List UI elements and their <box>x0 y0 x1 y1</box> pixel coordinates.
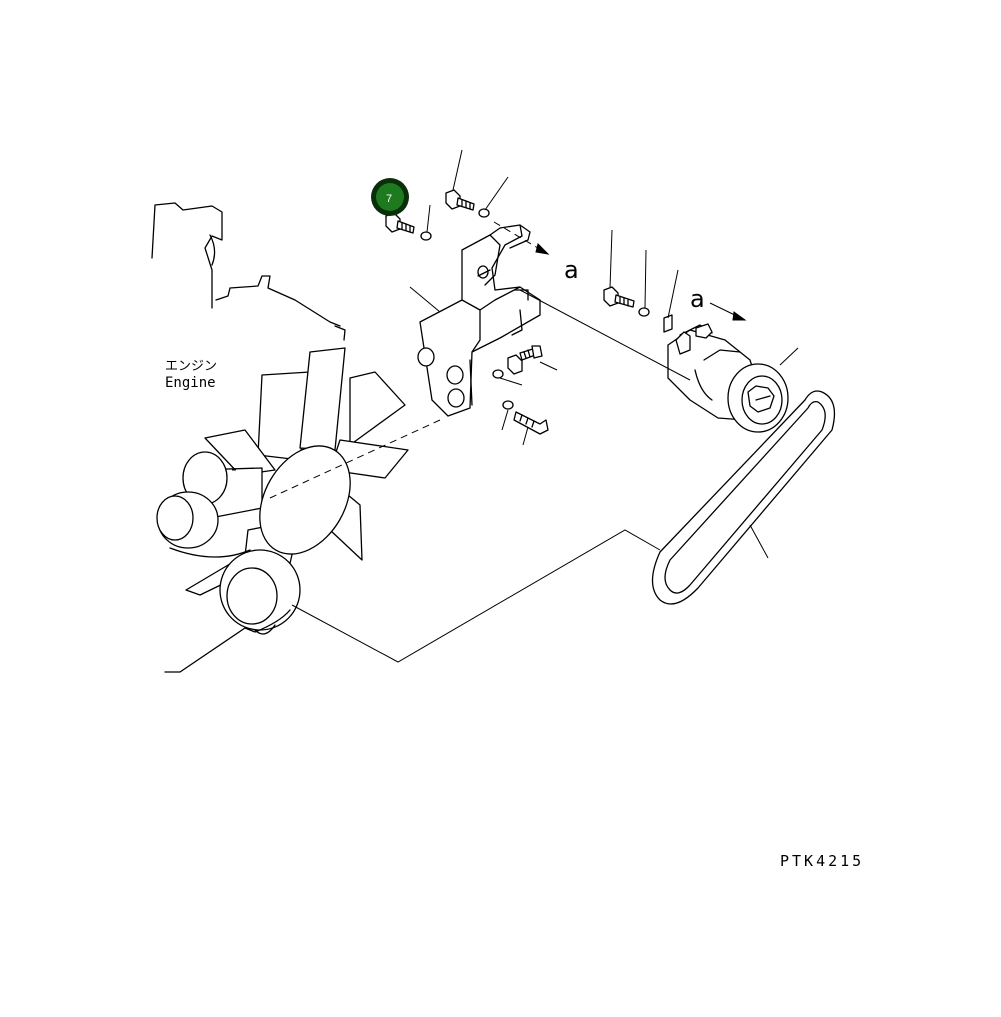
bracket-icon[interactable] <box>417 224 541 417</box>
washer-icon[interactable] <box>478 208 490 218</box>
bolt-icon-compressor[interactable] <box>603 286 635 308</box>
engine-outline <box>151 202 346 341</box>
washer-icon[interactable] <box>492 369 504 379</box>
washer-icon[interactable] <box>638 307 650 317</box>
compressor-icon[interactable] <box>667 323 799 433</box>
bolt-icon-bracket-2[interactable] <box>513 411 549 435</box>
view-a-label-1: a <box>564 256 579 284</box>
washer-icon[interactable] <box>502 400 514 410</box>
engine-label-en: Engine <box>165 375 216 391</box>
drawing-code: PTK4215 <box>780 852 864 870</box>
bolt-icon-upper[interactable] <box>445 189 475 211</box>
fan-icon[interactable] <box>156 347 441 673</box>
bolt-icon-bracket-1[interactable] <box>507 345 543 375</box>
callout-7[interactable]: 7 <box>371 178 409 216</box>
callout-number: 7 <box>386 193 392 205</box>
engine-label-ja: エンジン <box>165 359 217 374</box>
v-belt-icon[interactable] <box>651 390 836 605</box>
bolt-icon-7[interactable] <box>385 212 415 234</box>
spacer-icon[interactable] <box>663 314 673 333</box>
view-a-label-2: a <box>690 285 705 313</box>
washer-icon[interactable] <box>420 231 432 241</box>
